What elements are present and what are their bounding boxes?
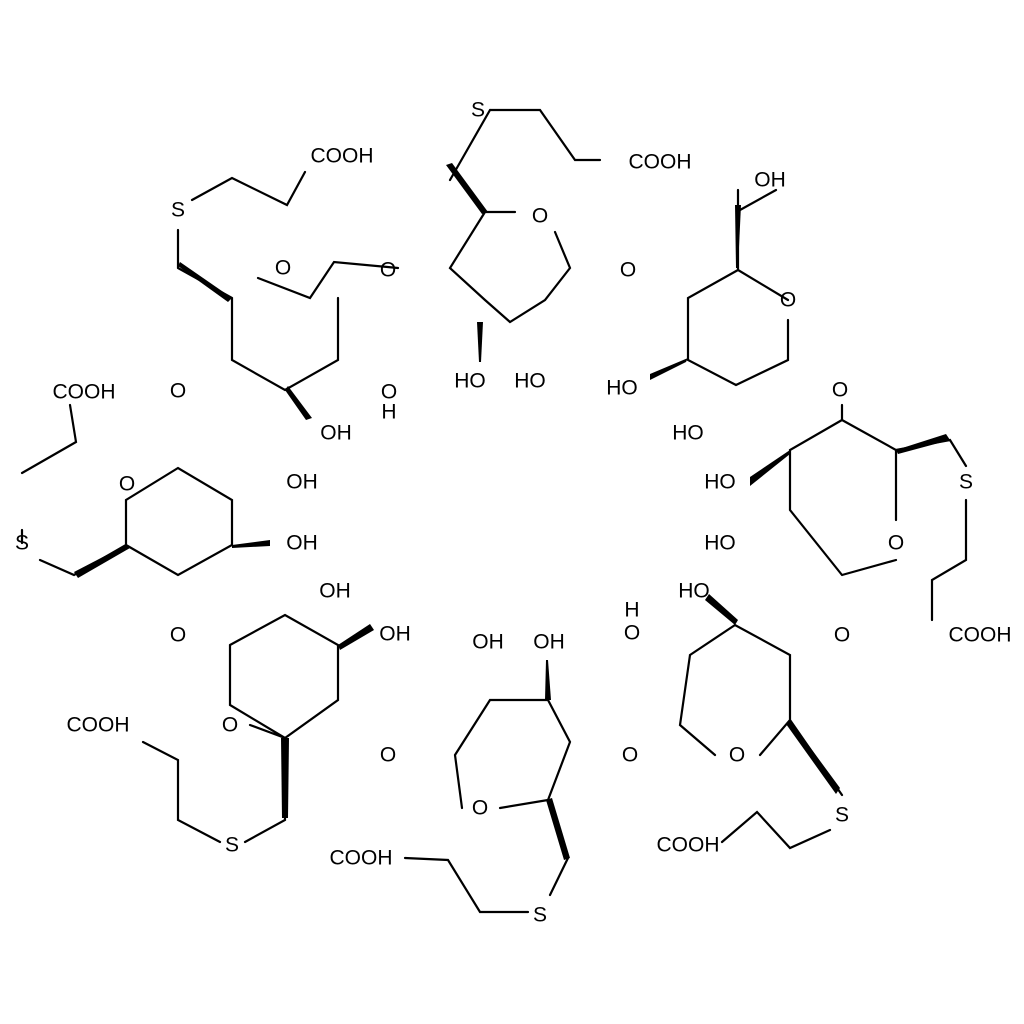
atom-label-ho_j: HO: [704, 532, 736, 555]
atom-label-o_r6: O: [222, 714, 238, 737]
atom-label-cooh4: COOH: [949, 624, 1012, 647]
atom-label-oh_e: OH: [320, 422, 352, 445]
atom-label-cooh7: COOH: [330, 847, 393, 870]
atom-label-s5: S: [225, 834, 239, 857]
atom-label-o_r1: O: [275, 257, 291, 280]
atom-label-o_link5: O: [170, 624, 186, 647]
atom-label-o_r8: O: [729, 744, 745, 767]
atom-label-oh_m: OH: [379, 623, 411, 646]
atom-label-oh_d2: H: [381, 401, 396, 424]
atom-label-oh_top: OH: [754, 169, 786, 192]
atom-label-ho_c: HO: [606, 377, 638, 400]
atom-label-o_r4: O: [119, 473, 135, 496]
atom-label-oh_o: OH: [533, 631, 565, 654]
atom-label-ho_a: HO: [454, 370, 486, 393]
atom-label-cooh5: COOH: [67, 714, 130, 737]
atom-label-o_r7: O: [472, 797, 488, 820]
atom-label-cooh6: COOH: [657, 834, 720, 857]
atom-label-ho_i: HO: [704, 471, 736, 494]
atom-label-o_link3: O: [170, 380, 186, 403]
atom-label-ho_b: HO: [514, 370, 546, 393]
atom-label-oh_d: O: [381, 381, 397, 404]
atom-label-ho_l: HO: [678, 580, 710, 603]
atom-label-o_link2: O: [620, 259, 636, 282]
atom-label-cooh2: COOH: [311, 145, 374, 168]
atom-label-s6: S: [835, 804, 849, 827]
atom-label-o_r3: O: [780, 289, 796, 312]
atom-label-cooh1: COOH: [629, 151, 692, 174]
atom-label-o_p: O: [624, 622, 640, 645]
atom-label-o_link7: O: [380, 744, 396, 767]
atom-label-oh_n: OH: [472, 631, 504, 654]
atom-label-s1: S: [471, 99, 485, 122]
atom-label-s2: S: [171, 199, 185, 222]
atom-label-cooh3: COOH: [53, 381, 116, 404]
atom-label-s3: S: [959, 471, 973, 494]
atom-label-o_r5: O: [888, 532, 904, 555]
atom-label-o_link8: O: [622, 744, 638, 767]
atom-label-oh_g: OH: [286, 471, 318, 494]
atom-label-h_p: H: [624, 599, 639, 622]
bond-lines: [20, 108, 968, 914]
atom-label-o_link4: O: [832, 379, 848, 402]
atom-label-ho_f: HO: [672, 422, 704, 445]
atom-label-s7: S: [533, 904, 547, 927]
atom-label-o_link6: O: [834, 624, 850, 647]
atom-label-s4: S: [15, 532, 29, 555]
atom-label-o_link1: O: [380, 259, 396, 282]
atom-label-oh_k: OH: [319, 580, 351, 603]
atom-label-o_r2: O: [532, 205, 548, 228]
atom-label-oh_h: OH: [286, 532, 318, 555]
